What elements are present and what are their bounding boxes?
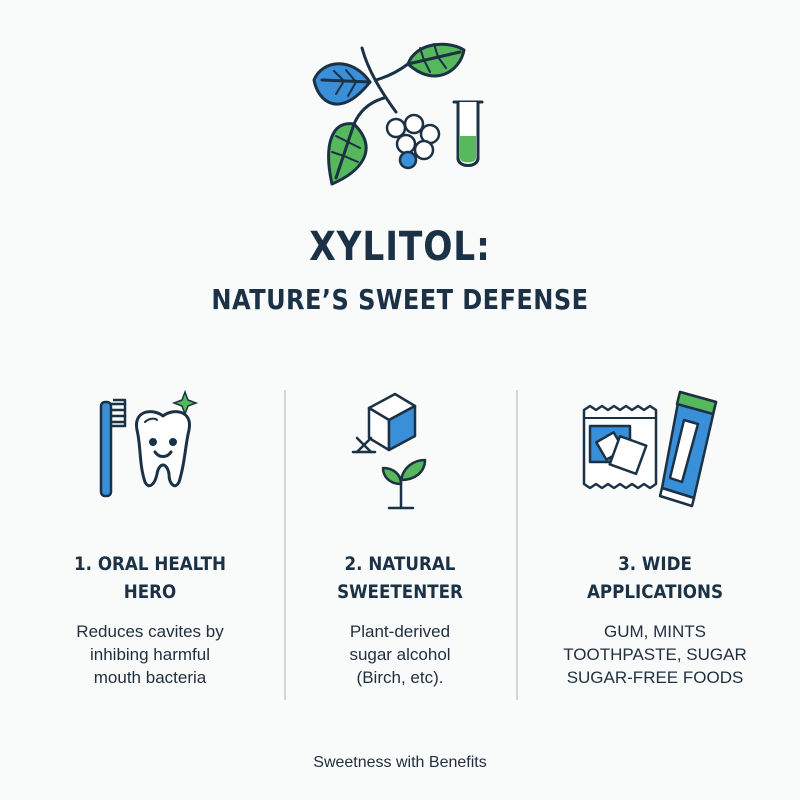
divider-left (284, 390, 286, 700)
sweetener-icon-group (351, 392, 427, 510)
cross-mark-icon (351, 436, 377, 454)
hero-illustration (312, 42, 484, 186)
natural-sweetener-description: Plant-derived sugar alcohol (Birch, etc)… (349, 622, 451, 687)
toothbrush-icon (99, 398, 127, 498)
sugar-cube-icon (367, 392, 417, 452)
oral-health-heading: 1. ORAL HEALTH HERO (74, 553, 226, 603)
natural-sweetener-heading: 2. NATURAL SWEETENTER (337, 553, 463, 603)
page-subtitle: NATURE’S SWEET DEFENSE (211, 283, 589, 316)
page-title: XYLITOL: (309, 224, 491, 270)
berries-icon (385, 113, 441, 170)
oral-health-icon-group (99, 389, 199, 498)
applications-icon-group (582, 390, 718, 508)
footer-tagline: Sweetness with Benefits (313, 754, 487, 771)
sparkle-icon (171, 389, 199, 417)
gum-pack-icon (582, 404, 658, 490)
toothpaste-tube-icon (658, 390, 718, 508)
sprout-icon (381, 458, 427, 510)
wide-applications-description: GUM, MINTS TOOTHPASTE, SUGAR SUGAR-FREE … (563, 622, 747, 687)
test-tube-icon (452, 100, 484, 167)
birch-leaves-icon (312, 42, 466, 186)
wide-applications-heading: 3. WIDE APPLICATIONS (586, 553, 724, 603)
oral-health-description: Reduces cavites by inhibing harmful mout… (76, 622, 224, 687)
smiling-tooth-icon (135, 410, 191, 488)
divider-right (516, 390, 518, 700)
